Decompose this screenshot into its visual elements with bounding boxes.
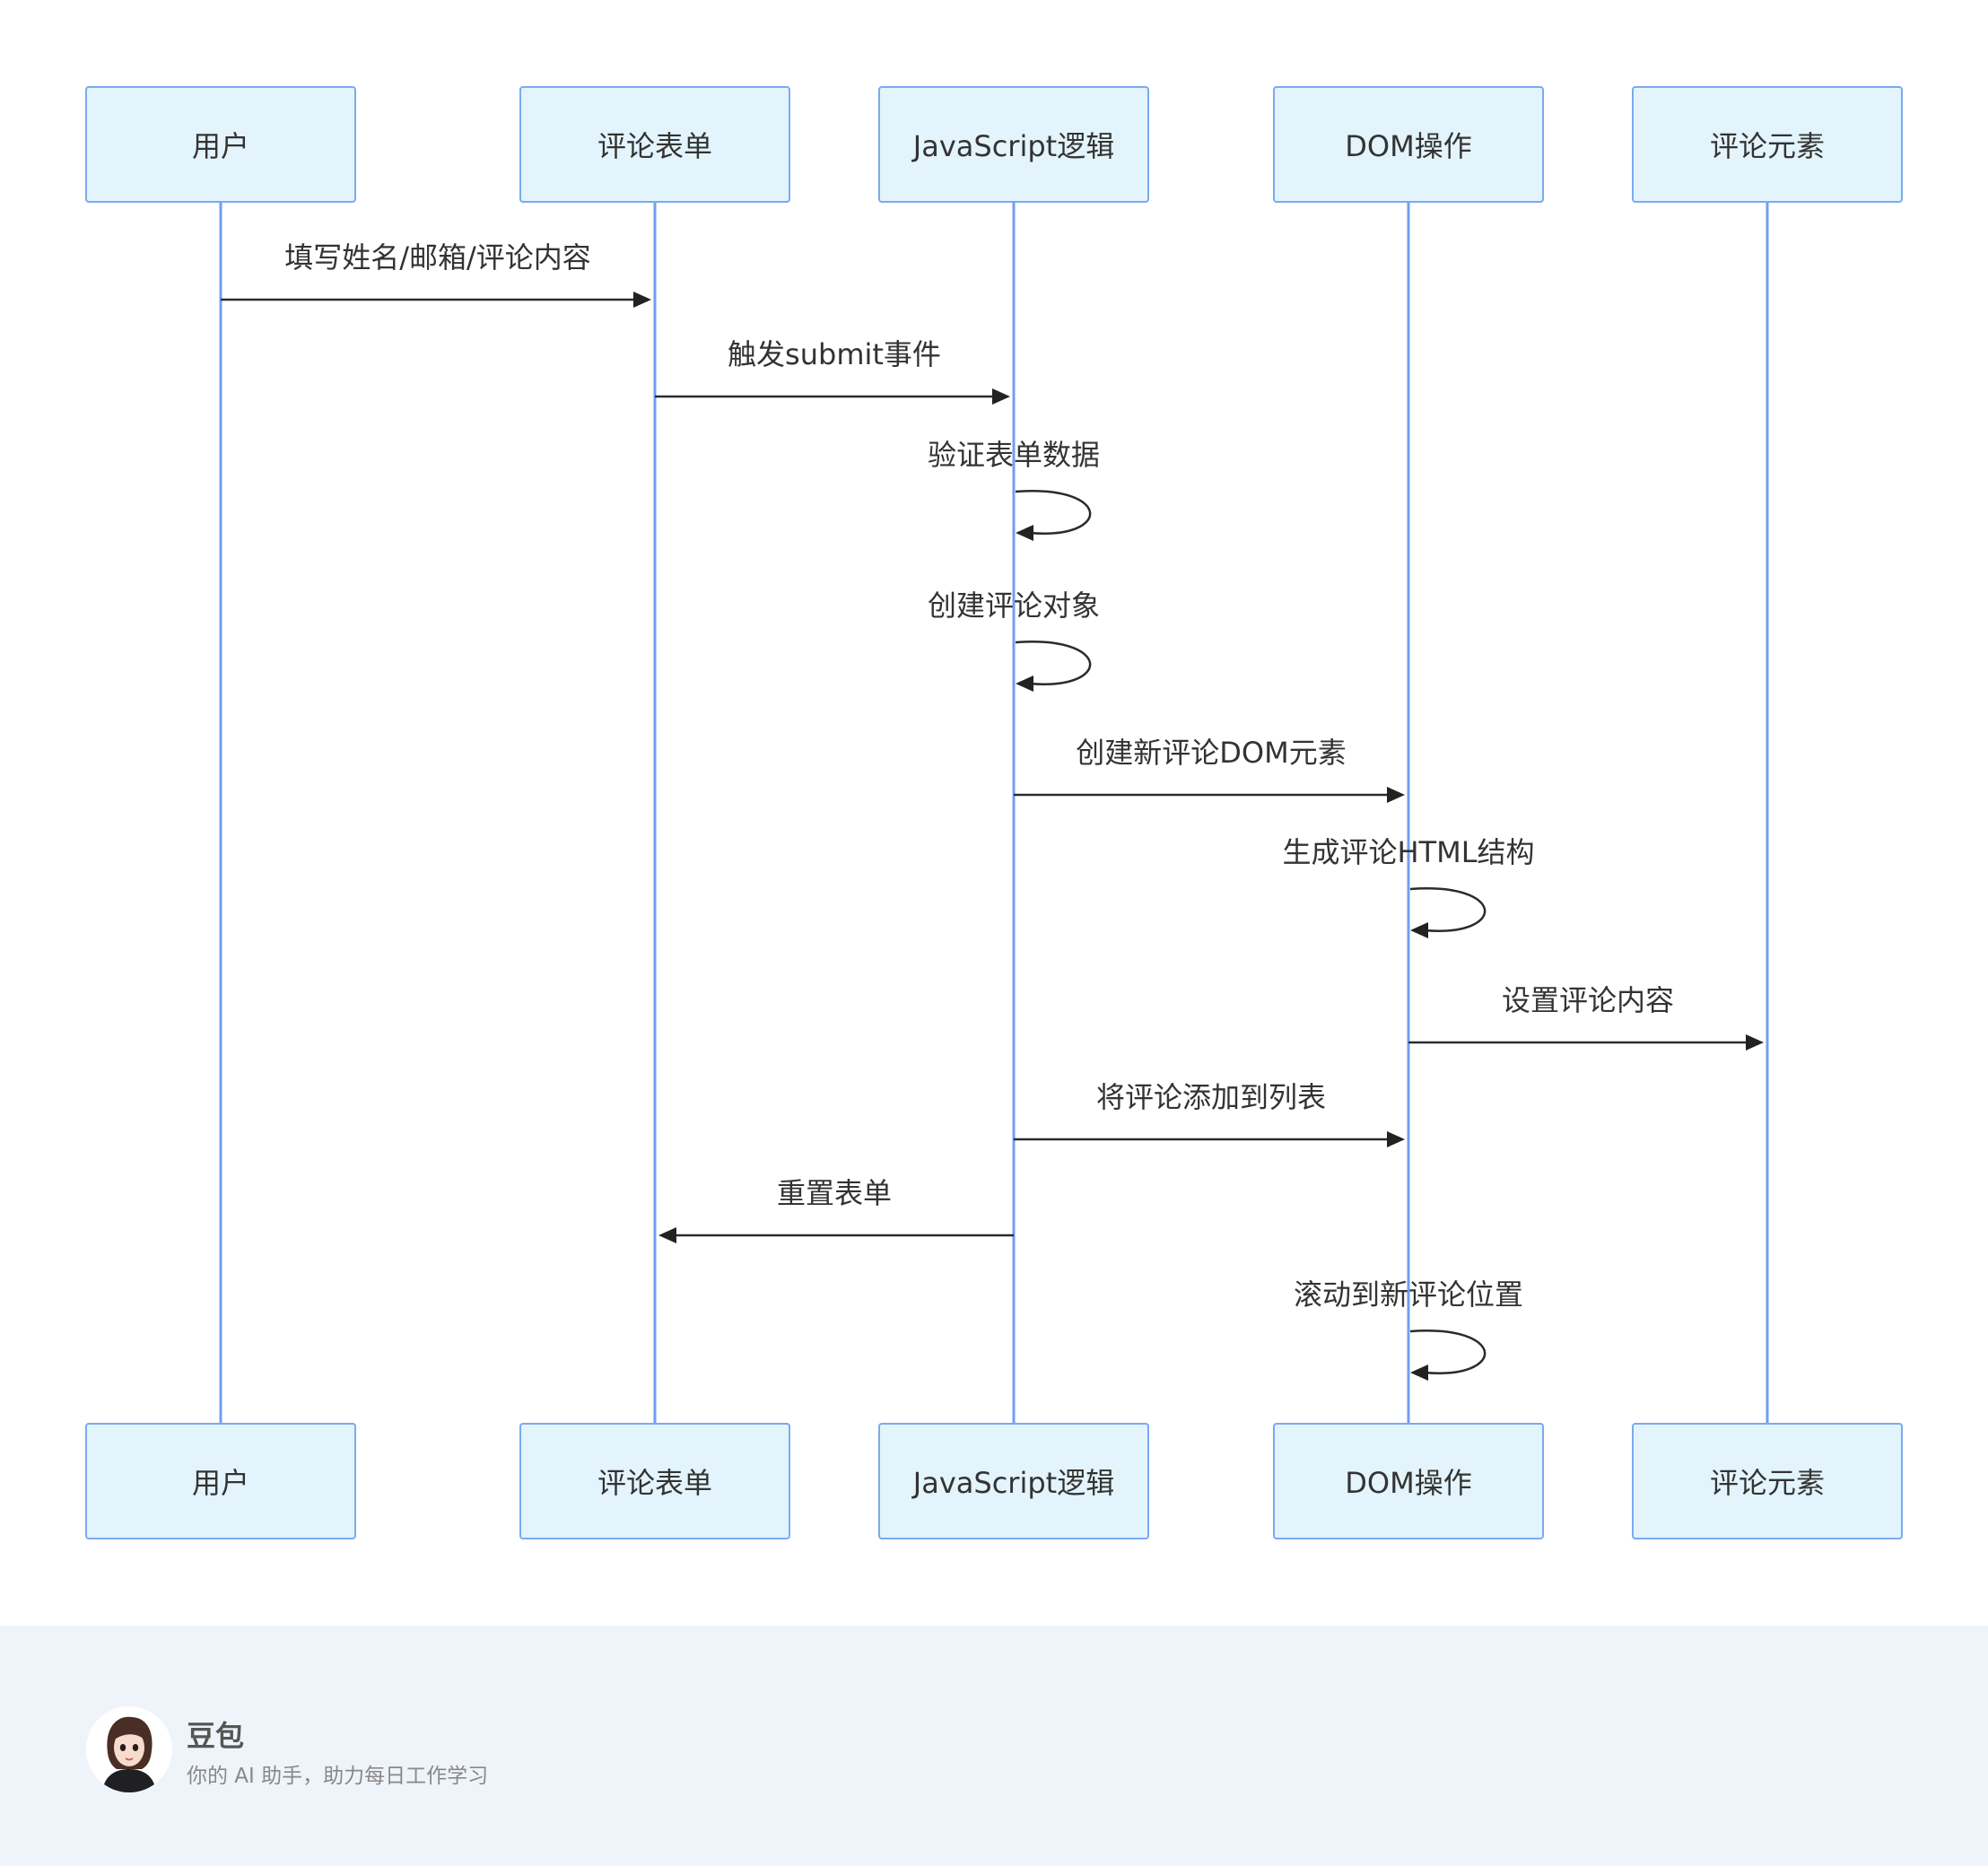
message-6: 生成评论HTML结构 bbox=[1282, 835, 1535, 938]
participant-bottom-dom: DOM操作 bbox=[1273, 1423, 1544, 1539]
arrowhead bbox=[1387, 787, 1405, 803]
participant-bottom-form: 评论表单 bbox=[519, 1423, 790, 1539]
participant-box bbox=[1273, 1423, 1544, 1539]
participant-label: JavaScript逻辑 bbox=[911, 1466, 1114, 1500]
arrowhead bbox=[1410, 922, 1428, 938]
sequence-diagram: 用户用户评论表单评论表单JavaScript逻辑JavaScript逻辑DOM操… bbox=[85, 86, 1903, 1539]
participant-box bbox=[85, 1423, 356, 1539]
arrowhead bbox=[1387, 1131, 1405, 1147]
participant-bottom-js: JavaScript逻辑 bbox=[878, 1423, 1149, 1539]
self-loop-line bbox=[1409, 887, 1487, 932]
self-loop-line bbox=[1015, 641, 1092, 685]
participant-label: 用户 bbox=[192, 1466, 249, 1500]
message-5: 创建新评论DOM元素 bbox=[1014, 736, 1405, 803]
message-label: 重置表单 bbox=[777, 1176, 892, 1210]
arrowhead bbox=[1016, 525, 1033, 541]
arrowhead bbox=[1016, 676, 1033, 692]
message-3: 验证表单数据 bbox=[928, 438, 1100, 541]
avatar bbox=[86, 1706, 172, 1792]
message-label: 填写姓名/邮箱/评论内容 bbox=[284, 240, 591, 275]
message-2: 触发submit事件 bbox=[655, 337, 1010, 405]
message-label: 设置评论内容 bbox=[1502, 983, 1674, 1017]
message-label: 触发submit事件 bbox=[728, 337, 941, 371]
participant-top-js: JavaScript逻辑 bbox=[878, 86, 1149, 203]
participant-label: DOM操作 bbox=[1345, 1466, 1471, 1500]
message-label: 验证表单数据 bbox=[928, 438, 1100, 472]
participant-label: 评论表单 bbox=[597, 1466, 712, 1500]
message-9: 重置表单 bbox=[658, 1176, 1014, 1243]
message-label: 创建评论对象 bbox=[928, 589, 1100, 623]
participant-box bbox=[1632, 86, 1903, 203]
avatar-icon bbox=[86, 1706, 172, 1792]
participant-box bbox=[1273, 86, 1544, 203]
message-label: 将评论添加到列表 bbox=[1096, 1080, 1326, 1114]
message-1: 填写姓名/邮箱/评论内容 bbox=[221, 240, 651, 308]
self-loop-line bbox=[1015, 490, 1092, 535]
participant-top-form: 评论表单 bbox=[519, 86, 790, 203]
participant-box bbox=[519, 86, 790, 203]
message-label: 生成评论HTML结构 bbox=[1282, 835, 1534, 869]
message-8: 将评论添加到列表 bbox=[1014, 1080, 1405, 1147]
message-7: 设置评论内容 bbox=[1408, 983, 1764, 1051]
participant-label: DOM操作 bbox=[1345, 129, 1471, 163]
message-4: 创建评论对象 bbox=[928, 589, 1100, 692]
self-loop-line bbox=[1409, 1330, 1487, 1374]
footer-bar: 豆包 你的 AI 助手，助力每日工作学习 bbox=[0, 1626, 1988, 1866]
participant-label: 用户 bbox=[192, 129, 249, 163]
participant-label: 评论元素 bbox=[1710, 129, 1825, 163]
message-label: 创建新评论DOM元素 bbox=[1076, 736, 1346, 770]
participant-label: 评论元素 bbox=[1710, 1466, 1825, 1500]
participant-box bbox=[878, 1423, 1149, 1539]
participant-top-dom: DOM操作 bbox=[1273, 86, 1544, 203]
participant-top-user: 用户 bbox=[85, 86, 356, 203]
message-label: 滚动到新评论位置 bbox=[1294, 1277, 1523, 1312]
brand-name: 豆包 bbox=[187, 1719, 245, 1753]
arrowhead bbox=[992, 388, 1010, 405]
participant-bottom-comment: 评论元素 bbox=[1632, 1423, 1903, 1539]
arrowhead bbox=[658, 1227, 676, 1243]
participant-box bbox=[878, 86, 1149, 203]
arrowhead bbox=[1410, 1365, 1428, 1381]
participant-top-comment: 评论元素 bbox=[1632, 86, 1903, 203]
participant-label: 评论表单 bbox=[597, 129, 712, 163]
participant-bottom-user: 用户 bbox=[85, 1423, 356, 1539]
participant-box bbox=[1632, 1423, 1903, 1539]
arrowhead bbox=[1746, 1034, 1764, 1051]
participant-label: JavaScript逻辑 bbox=[911, 129, 1114, 163]
arrowhead bbox=[633, 292, 651, 308]
message-10: 滚动到新评论位置 bbox=[1294, 1277, 1523, 1381]
participant-box bbox=[85, 86, 356, 203]
brand-tagline: 你的 AI 助手，助力每日工作学习 bbox=[187, 1765, 489, 1788]
participant-box bbox=[519, 1423, 790, 1539]
